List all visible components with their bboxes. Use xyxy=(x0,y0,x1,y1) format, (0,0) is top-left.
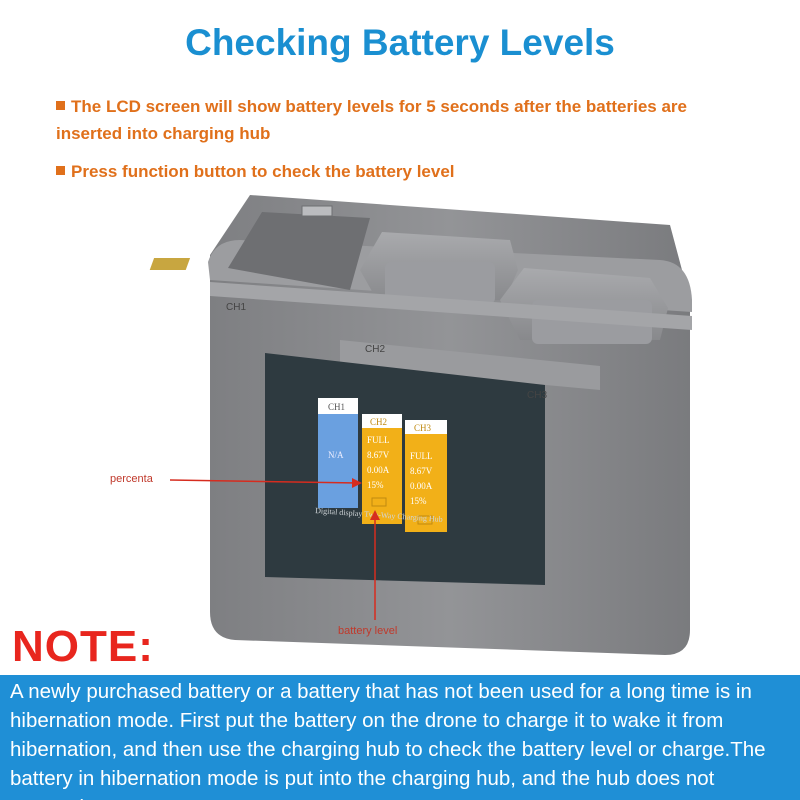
percent-annotation: percenta xyxy=(110,473,153,485)
lcd-ch1-status: N/A xyxy=(328,450,344,460)
note-title: NOTE: xyxy=(12,622,154,671)
hub-top-tab xyxy=(301,205,333,217)
lcd-ch2-line: 15% xyxy=(367,480,384,490)
lcd-ch3-line: 15% xyxy=(410,496,427,506)
lcd-ch3-line: 0.00A xyxy=(410,481,433,491)
lcd-ch2-line: 0.00A xyxy=(367,465,390,475)
hub-front-ledge xyxy=(340,340,600,390)
lcd-col-ch2-header xyxy=(362,414,402,428)
bullet-square-icon xyxy=(56,166,65,175)
hub-front-edge xyxy=(210,282,692,330)
slot-label-ch2: CH2 xyxy=(365,344,385,355)
lcd-col-ch3-header xyxy=(405,420,447,434)
lcd-ch2-line: 8.67V xyxy=(367,450,390,460)
battery-level-annotation: battery level xyxy=(338,625,398,637)
connector-pins xyxy=(149,258,191,270)
note-box: A newly purchased battery or a battery t… xyxy=(0,675,800,800)
lcd-ch1-header: CH1 xyxy=(328,402,345,412)
bullet-lcd-info-text: The LCD screen will show battery levels … xyxy=(56,97,687,143)
battery-level-arrow-head xyxy=(370,510,380,520)
lcd-battery-icon xyxy=(417,515,433,525)
note-text: A newly purchased battery or a battery t… xyxy=(10,680,766,800)
slot-label-ch3: CH3 xyxy=(527,390,547,401)
lcd-col-ch1 xyxy=(318,398,358,508)
lcd-ch3-line: FULL xyxy=(410,451,433,461)
slot-ch1 xyxy=(228,212,370,290)
lcd-ch3-line: 8.67V xyxy=(410,466,433,476)
bullet-lcd-info: The LCD screen will show battery levels … xyxy=(56,93,756,147)
lcd-battery-icon xyxy=(371,497,387,507)
percent-arrow-line xyxy=(169,479,359,484)
lcd-col-ch1-header xyxy=(318,398,358,414)
lcd-ch2-header: CH2 xyxy=(370,417,387,427)
lcd-ch3-header: CH3 xyxy=(414,423,432,433)
page-title: Checking Battery Levels xyxy=(185,22,615,63)
battery-ch2-cap xyxy=(385,262,495,304)
percent-arrow-head xyxy=(352,478,362,488)
bullet-function-button: Press function button to check the batte… xyxy=(56,158,455,185)
bullet-function-button-text: Press function button to check the batte… xyxy=(71,162,455,181)
lcd-ch2-line: FULL xyxy=(367,435,390,445)
bullet-square-icon xyxy=(56,101,65,110)
slot-label-ch1: CH1 xyxy=(226,302,246,313)
lcd-col-ch3 xyxy=(405,422,447,532)
